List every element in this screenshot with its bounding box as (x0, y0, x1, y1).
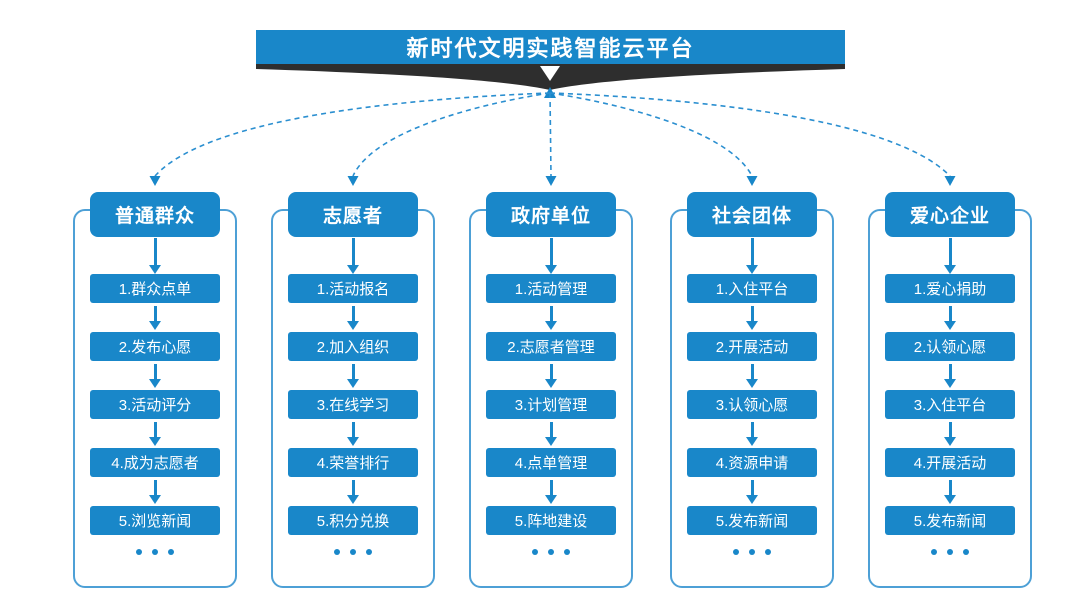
flow-step: 2.志愿者管理 (486, 332, 616, 361)
arrow-down-icon (670, 477, 834, 506)
more-dots-icon (271, 549, 435, 555)
arrow-down-icon (868, 303, 1032, 332)
column-government: 政府单位 1.活动管理 2.志愿者管理 3.计划管理 4.点单管理 5.阵地建设 (469, 192, 633, 596)
flow-step: 3.入住平台 (885, 390, 1015, 419)
arrow-down-icon (670, 419, 834, 448)
column-charity-enterprises: 爱心企业 1.爱心捐助 2.认领心愿 3.入住平台 4.开展活动 5.发布新闻 (868, 192, 1032, 596)
more-dots-icon (73, 549, 237, 555)
column-header: 社会团体 (687, 192, 817, 237)
arrow-down-icon (73, 237, 237, 274)
arrow-down-icon (868, 237, 1032, 274)
column-header: 政府单位 (486, 192, 616, 237)
column-header: 志愿者 (288, 192, 418, 237)
banner-arrow-icon (540, 66, 560, 81)
flow-step: 4.点单管理 (486, 448, 616, 477)
arrow-down-icon (73, 361, 237, 390)
flow-step: 2.加入组织 (288, 332, 418, 361)
flow-step: 2.发布心愿 (90, 332, 220, 361)
platform-title-banner: 新时代文明实践智能云平台 (256, 30, 845, 64)
arrow-down-icon (469, 477, 633, 506)
arrow-down-icon (73, 477, 237, 506)
arrow-down-icon (670, 237, 834, 274)
more-dots-icon (868, 549, 1032, 555)
flow-step: 1.群众点单 (90, 274, 220, 303)
arrow-down-icon (73, 419, 237, 448)
flow-step: 3.在线学习 (288, 390, 418, 419)
column-header: 爱心企业 (885, 192, 1015, 237)
arrow-down-icon (469, 361, 633, 390)
flow-step: 5.阵地建设 (486, 506, 616, 535)
column-social-groups: 社会团体 1.入住平台 2.开展活动 3.认领心愿 4.资源申请 5.发布新闻 (670, 192, 834, 596)
flow-step: 2.开展活动 (687, 332, 817, 361)
arrow-down-icon (469, 303, 633, 332)
dashed-connector-lines (154, 92, 951, 177)
flow-step: 1.活动管理 (486, 274, 616, 303)
flow-step: 5.浏览新闻 (90, 506, 220, 535)
arrow-down-icon (670, 303, 834, 332)
more-dots-icon (670, 549, 834, 555)
flow-step: 5.发布新闻 (687, 506, 817, 535)
arrow-down-icon (271, 303, 435, 332)
arrow-down-icon (271, 237, 435, 274)
hub-up-arrow-icon (544, 87, 556, 98)
column-header: 普通群众 (90, 192, 220, 237)
flow-step: 3.认领心愿 (687, 390, 817, 419)
arrow-down-icon (73, 303, 237, 332)
connector-arrowhead-icons (149, 176, 956, 186)
arrow-down-icon (868, 361, 1032, 390)
arrow-down-icon (868, 477, 1032, 506)
flow-step: 3.活动评分 (90, 390, 220, 419)
arrow-down-icon (469, 419, 633, 448)
column-general-public: 普通群众 1.群众点单 2.发布心愿 3.活动评分 4.成为志愿者 5.浏览新闻 (73, 192, 237, 596)
arrow-down-icon (670, 361, 834, 390)
arrow-down-icon (868, 419, 1032, 448)
flow-step: 5.发布新闻 (885, 506, 1015, 535)
more-dots-icon (469, 549, 633, 555)
flow-step: 1.爱心捐助 (885, 274, 1015, 303)
arrow-down-icon (271, 419, 435, 448)
flow-step: 5.积分兑换 (288, 506, 418, 535)
flow-step: 4.荣誉排行 (288, 448, 418, 477)
flow-step: 1.入住平台 (687, 274, 817, 303)
flow-step: 4.资源申请 (687, 448, 817, 477)
flow-step: 3.计划管理 (486, 390, 616, 419)
arrow-down-icon (469, 237, 633, 274)
flow-step: 4.成为志愿者 (90, 448, 220, 477)
platform-title: 新时代文明实践智能云平台 (406, 36, 695, 61)
banner-ribbon-shape (256, 64, 845, 90)
arrow-down-icon (271, 477, 435, 506)
flow-step: 1.活动报名 (288, 274, 418, 303)
column-volunteers: 志愿者 1.活动报名 2.加入组织 3.在线学习 4.荣誉排行 5.积分兑换 (271, 192, 435, 596)
arrow-down-icon (271, 361, 435, 390)
flow-step: 4.开展活动 (885, 448, 1015, 477)
flow-step: 2.认领心愿 (885, 332, 1015, 361)
